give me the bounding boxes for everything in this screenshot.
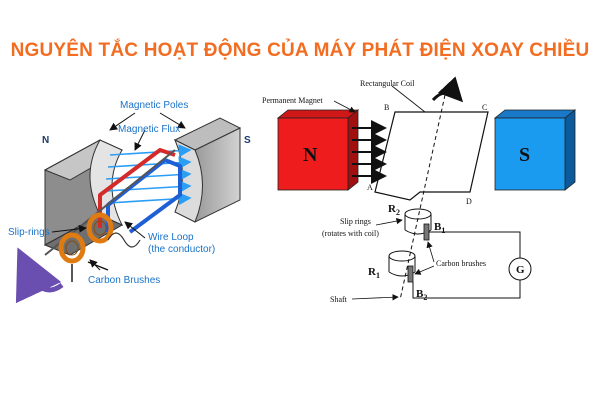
label-b2: B2 (416, 288, 427, 302)
label-corner-a: A (367, 183, 373, 192)
label-slip-rings-right: Slip rings (340, 217, 371, 226)
rectangular-coil (374, 111, 489, 201)
output-sine-wave (107, 232, 141, 248)
label-b1: B1 (434, 221, 445, 235)
north-pole-block (43, 139, 124, 256)
label-wire-loop-conductor: (the conductor) (148, 244, 215, 255)
circuit-wire-top (429, 231, 521, 258)
label-r2: R2 (388, 203, 400, 217)
circuit-wire-bottom (412, 280, 521, 299)
label-shaft: Shaft (330, 295, 348, 304)
rotation-arrow-right (431, 76, 464, 103)
north-magnet-red (276, 109, 360, 191)
label-carbon-brushes-right: Carbon brushes (436, 259, 486, 268)
label-magnetic-poles: Magnetic Poles (120, 100, 188, 111)
label-magnetic-flux: Magnetic Flux (118, 124, 180, 135)
label-south-right: S (519, 144, 530, 166)
left-pointer-lines (51, 112, 186, 271)
south-magnet-blue (493, 109, 577, 191)
right-pointer-lines (333, 85, 435, 301)
brush-b2 (407, 265, 414, 283)
label-rotates-with-coil: (rotates with coil) (322, 229, 379, 238)
page-title: NGUYÊN TẮC HOẠT ĐỘNG CỦA MÁY PHÁT ĐIỆN X… (10, 40, 590, 61)
brush-b1 (423, 223, 430, 241)
label-permanent-magnet: Permanent Magnet (262, 96, 323, 105)
right-generator-diagram: Permanent Magnet Rectangular Coil N S A … (262, 76, 577, 304)
label-slip-rings-left: Slip-rings (8, 227, 50, 238)
label-south-left: S (244, 135, 251, 146)
left-generator-diagram: Magnetic Poles Magnetic Flux N S Slip-ri… (8, 100, 251, 304)
label-corner-c: C (482, 103, 487, 112)
label-carbon-brushes-left: Carbon Brushes (88, 275, 160, 286)
label-corner-b: B (384, 103, 389, 112)
label-galvanometer: G (516, 264, 525, 276)
label-r1: R1 (368, 266, 380, 280)
label-corner-d: D (466, 197, 472, 206)
label-north-left: N (42, 135, 49, 146)
label-wire-loop: Wire Loop (148, 232, 194, 243)
rotation-arrow-left (15, 247, 64, 304)
south-pole-block (173, 117, 242, 223)
label-rectangular-coil: Rectangular Coil (360, 79, 415, 88)
label-north-right: N (303, 144, 318, 166)
galvanometer (508, 257, 532, 281)
right-shaft (399, 94, 446, 301)
